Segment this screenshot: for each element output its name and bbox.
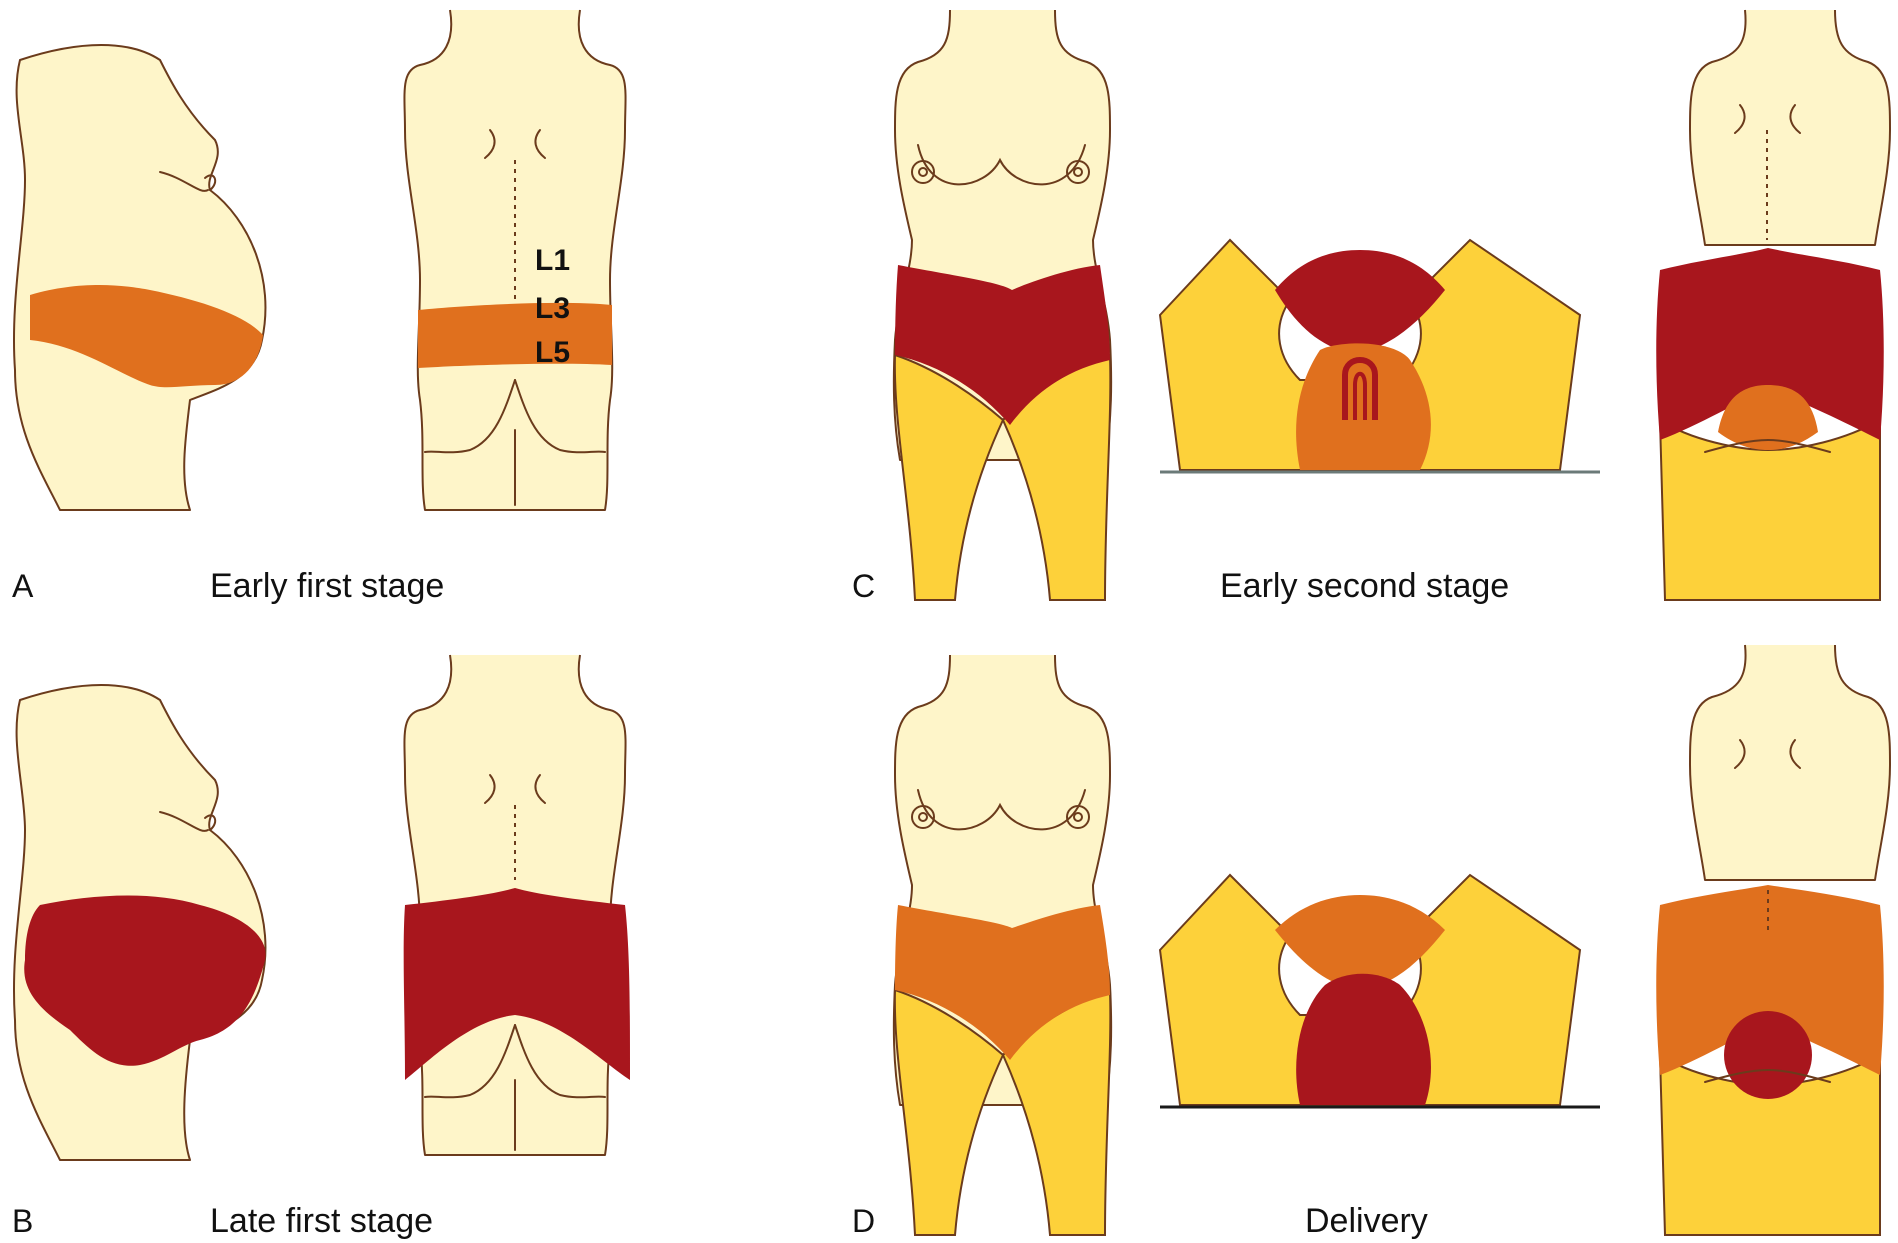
panel-a-back-view: L1 L3 L5	[404, 10, 625, 510]
panel-d-caption: Delivery	[1305, 1202, 1428, 1240]
panel-a-side-view	[14, 45, 265, 510]
pain-region-intense	[1296, 974, 1431, 1105]
vertebra-label-l1: L1	[535, 244, 570, 277]
panel-d-letter: D	[852, 1203, 875, 1239]
panel-b-letter: B	[12, 1203, 33, 1239]
panel-d: D Delivery	[852, 645, 1890, 1240]
panel-d-back-view	[1656, 645, 1890, 1235]
panel-c: C Early second stage	[852, 10, 1890, 605]
panel-b-caption: Late first stage	[210, 1202, 433, 1240]
vertebra-label-l3: L3	[535, 292, 570, 325]
panel-b-side-view	[14, 685, 266, 1160]
vertebra-label-l5: L5	[535, 336, 570, 369]
panel-c-perineal-view	[1160, 240, 1600, 472]
panel-c-front-view	[894, 10, 1111, 600]
pain-band-moderate	[418, 303, 612, 368]
panel-c-back-view	[1656, 10, 1890, 600]
pain-region-intense	[1275, 250, 1445, 350]
panel-a-caption: Early first stage	[210, 567, 444, 605]
panel-c-caption: Early second stage	[1220, 567, 1509, 605]
panel-a: L1 L3 L5 A Early first stage	[12, 10, 626, 605]
panel-a-letter: A	[12, 568, 34, 604]
pain-region-moderate	[1275, 895, 1445, 985]
panel-d-perineal-view	[1160, 875, 1600, 1107]
pain-region-intense	[1724, 1011, 1812, 1099]
panel-c-letter: C	[852, 568, 875, 604]
panel-b: B Late first stage	[12, 655, 630, 1240]
panel-d-front-view	[894, 655, 1111, 1235]
panel-b-back-view	[404, 655, 630, 1155]
